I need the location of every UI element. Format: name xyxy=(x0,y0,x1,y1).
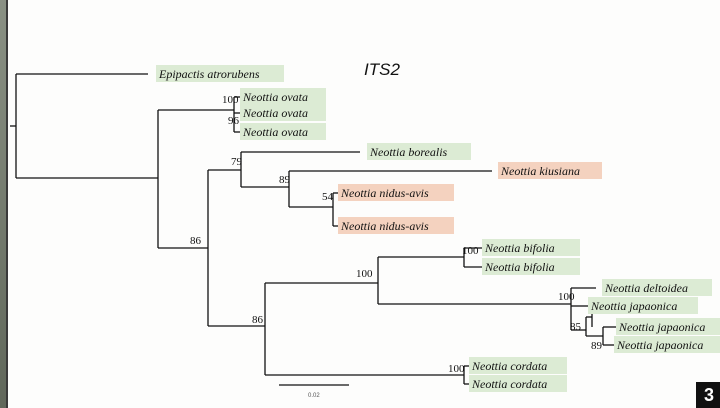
taxon-label: Neottia borealis xyxy=(369,145,448,159)
taxon-label-background xyxy=(240,104,326,121)
bootstrap-support-value: 100 xyxy=(222,94,239,106)
taxon-label: Neottia cordata xyxy=(471,377,547,391)
taxon-label: Neottia bifolia xyxy=(484,241,555,255)
bootstrap-support-value: 54 xyxy=(322,191,334,203)
taxon-label-background xyxy=(240,88,326,105)
taxon-label: Neottia bifolia xyxy=(484,260,555,274)
taxon-label: Neottia kiusiana xyxy=(500,164,580,178)
taxon-label-background xyxy=(156,65,284,82)
taxon-label-background xyxy=(498,162,602,179)
taxon-label: Neottia ovata xyxy=(242,125,308,139)
taxon-label: Neottia cordata xyxy=(471,359,547,373)
scale-bar-label: 0.02 xyxy=(308,393,320,399)
taxon-label: Neottia ovata xyxy=(242,106,308,120)
taxon-label: Neottia deltoidea xyxy=(604,281,688,295)
taxon-label: Neottia japaonica xyxy=(590,299,677,313)
bootstrap-support-value: 96 xyxy=(228,115,240,127)
taxon-label-background xyxy=(616,318,720,335)
taxon-label: Neottia ovata xyxy=(242,90,308,104)
bootstrap-support-value: 86 xyxy=(190,235,202,247)
bootstrap-support-value: 100 xyxy=(462,245,479,257)
bootstrap-support-value: 79 xyxy=(231,156,243,168)
taxon-label-background xyxy=(367,143,471,160)
taxon-label-background xyxy=(240,123,326,140)
bootstrap-support-value: 100 xyxy=(448,363,465,375)
taxon-label: Neottia japaonica xyxy=(616,338,703,352)
gene-title: ITS2 xyxy=(364,60,400,79)
bootstrap-support-value: 100 xyxy=(356,268,373,280)
taxon-label-background xyxy=(469,357,567,374)
taxon-label: Epipactis atrorubens xyxy=(158,67,260,81)
taxon-label-background xyxy=(469,375,567,392)
taxon-label-background xyxy=(482,239,580,256)
taxon-label: Neottia nidus-avis xyxy=(340,186,429,200)
taxon-label-background xyxy=(338,184,454,201)
bootstrap-support-value: 89 xyxy=(279,174,291,186)
bootstrap-support-value: 89 xyxy=(591,340,603,352)
bootstrap-support-value: 86 xyxy=(252,314,264,326)
taxon-label: Neottia japaonica xyxy=(618,320,705,334)
bootstrap-support-value: 100 xyxy=(558,291,575,303)
bootstrap-support-value: 85 xyxy=(570,321,582,333)
taxon-label-background xyxy=(614,336,720,353)
taxon-label-background xyxy=(338,217,454,234)
panel-number: 3 xyxy=(696,382,720,408)
taxon-label: Neottia nidus-avis xyxy=(340,219,429,233)
taxon-label-background xyxy=(602,279,712,296)
taxon-label-background xyxy=(482,258,580,275)
taxon-label-background xyxy=(588,297,698,314)
